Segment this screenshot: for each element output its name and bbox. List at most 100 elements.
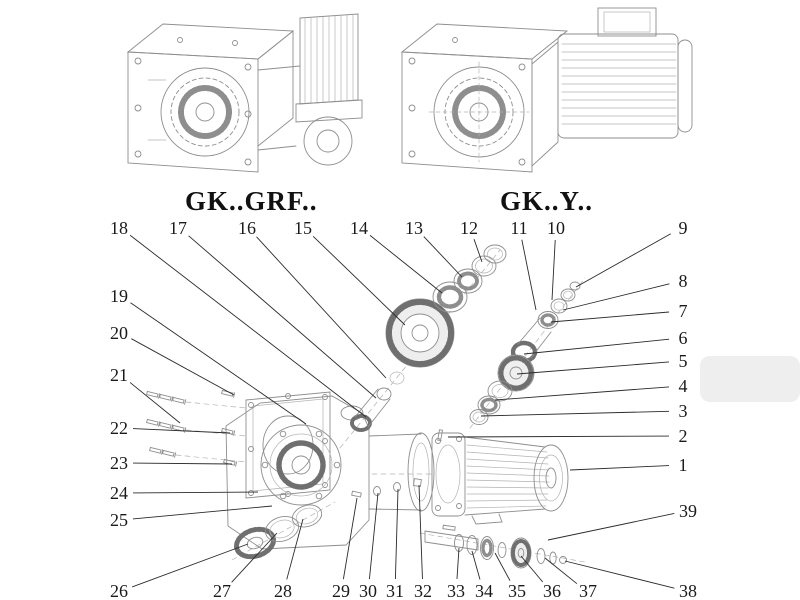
callout-number-17: 17 (169, 218, 187, 238)
leader-line-37 (544, 557, 578, 585)
leader-line-34 (471, 550, 481, 580)
leader-line-32 (418, 484, 423, 580)
leader-line-8 (562, 283, 670, 311)
leader-line-2 (447, 435, 670, 438)
motor-flange-bolt (436, 429, 443, 442)
callout-number-37: 37 (579, 581, 597, 600)
gearbox-y-drawing (400, 7, 693, 173)
model-title-y: GK..Y.. (500, 186, 594, 216)
callout-number-20: 20 (110, 323, 128, 343)
leader-line-21 (129, 382, 181, 424)
input-bearings-and-rings (432, 244, 507, 313)
callout-number-36: 36 (543, 581, 561, 600)
leader-line-28 (286, 518, 304, 580)
callout-number-39: 39 (679, 501, 697, 521)
gearbox-grf-drawing (126, 13, 363, 173)
callout-number-38: 38 (679, 581, 697, 600)
flange-screws (146, 389, 238, 467)
callout-number-24: 24 (110, 483, 128, 503)
callout-number-10: 10 (547, 218, 565, 238)
callout-leader-lines (129, 233, 675, 589)
y-motor (531, 7, 693, 168)
input-shaft (350, 371, 405, 432)
leader-line-24 (132, 491, 259, 494)
exploded-view (146, 244, 586, 569)
bevel-gear-stack (469, 354, 535, 425)
leader-line-31 (394, 488, 399, 580)
callout-number-6: 6 (679, 328, 688, 348)
callout-number-31: 31 (386, 581, 404, 600)
leader-line-5 (516, 361, 670, 375)
callout-number-22: 22 (110, 418, 128, 438)
leader-line-16 (256, 236, 387, 379)
leader-line-30 (368, 492, 379, 580)
callout-number-21: 21 (110, 365, 128, 385)
callout-number-7: 7 (679, 301, 688, 321)
callout-number-14: 14 (350, 218, 368, 238)
callout-number-3: 3 (679, 401, 688, 421)
callout-number-8: 8 (679, 271, 688, 291)
callout-number-29: 29 (332, 581, 350, 600)
leader-line-3 (480, 410, 670, 417)
leader-line-29 (342, 497, 358, 580)
callout-number-13: 13 (405, 218, 423, 238)
grf-housing (126, 23, 295, 173)
leader-line-35 (494, 552, 511, 581)
grf-input-fin-unit (257, 13, 363, 166)
terminal-box (597, 7, 657, 37)
callout-number-23: 23 (110, 453, 128, 473)
watermark-smudge (700, 356, 800, 402)
leader-line-23 (132, 462, 233, 465)
callout-number-5: 5 (679, 351, 688, 371)
callout-number-35: 35 (508, 581, 526, 600)
leader-line-11 (521, 239, 537, 311)
leader-line-38 (564, 560, 675, 589)
callout-number-11: 11 (510, 218, 527, 238)
callout-number-28: 28 (274, 581, 292, 600)
motor (431, 429, 569, 525)
callout-number-19: 19 (110, 286, 128, 306)
leader-line-39 (547, 512, 675, 541)
y-housing (400, 23, 569, 173)
leader-line-22 (132, 428, 231, 434)
callout-number-9: 9 (679, 218, 688, 238)
callout-number-26: 26 (110, 581, 128, 600)
callout-number-33: 33 (447, 581, 465, 600)
leader-line-6 (523, 338, 670, 355)
callout-number-27: 27 (213, 581, 231, 600)
callout-number-34: 34 (475, 581, 493, 600)
callout-number-25: 25 (110, 510, 128, 530)
fastener-row (351, 478, 422, 498)
callout-number-1: 1 (679, 455, 688, 475)
motor-mount-flange (407, 432, 435, 512)
leader-line-12 (473, 239, 483, 263)
leader-line-17 (188, 235, 377, 399)
axis-lines (175, 249, 586, 563)
callout-number-15: 15 (294, 218, 312, 238)
leader-line-18 (129, 234, 367, 418)
leader-line-9 (575, 233, 671, 288)
leader-line-27 (231, 532, 278, 583)
leader-line-15 (312, 235, 406, 326)
leader-line-7 (550, 311, 670, 323)
leader-line-26 (131, 543, 249, 588)
callout-number-18: 18 (110, 218, 128, 238)
cover-bearing-rings (233, 504, 323, 560)
callout-number-2: 2 (679, 426, 688, 446)
leader-line-4 (494, 386, 670, 401)
main-gear (385, 298, 455, 368)
output-shaft-stack (424, 524, 567, 569)
leader-line-10 (551, 239, 556, 301)
callout-number-32: 32 (414, 581, 432, 600)
leader-line-19 (130, 302, 307, 425)
leader-line-14 (369, 235, 443, 294)
callout-number-12: 12 (460, 218, 478, 238)
callout-number-4: 4 (679, 376, 688, 396)
leader-line-1 (569, 465, 670, 471)
leader-line-25 (132, 505, 273, 520)
callout-number-16: 16 (238, 218, 256, 238)
callout-number-30: 30 (359, 581, 377, 600)
